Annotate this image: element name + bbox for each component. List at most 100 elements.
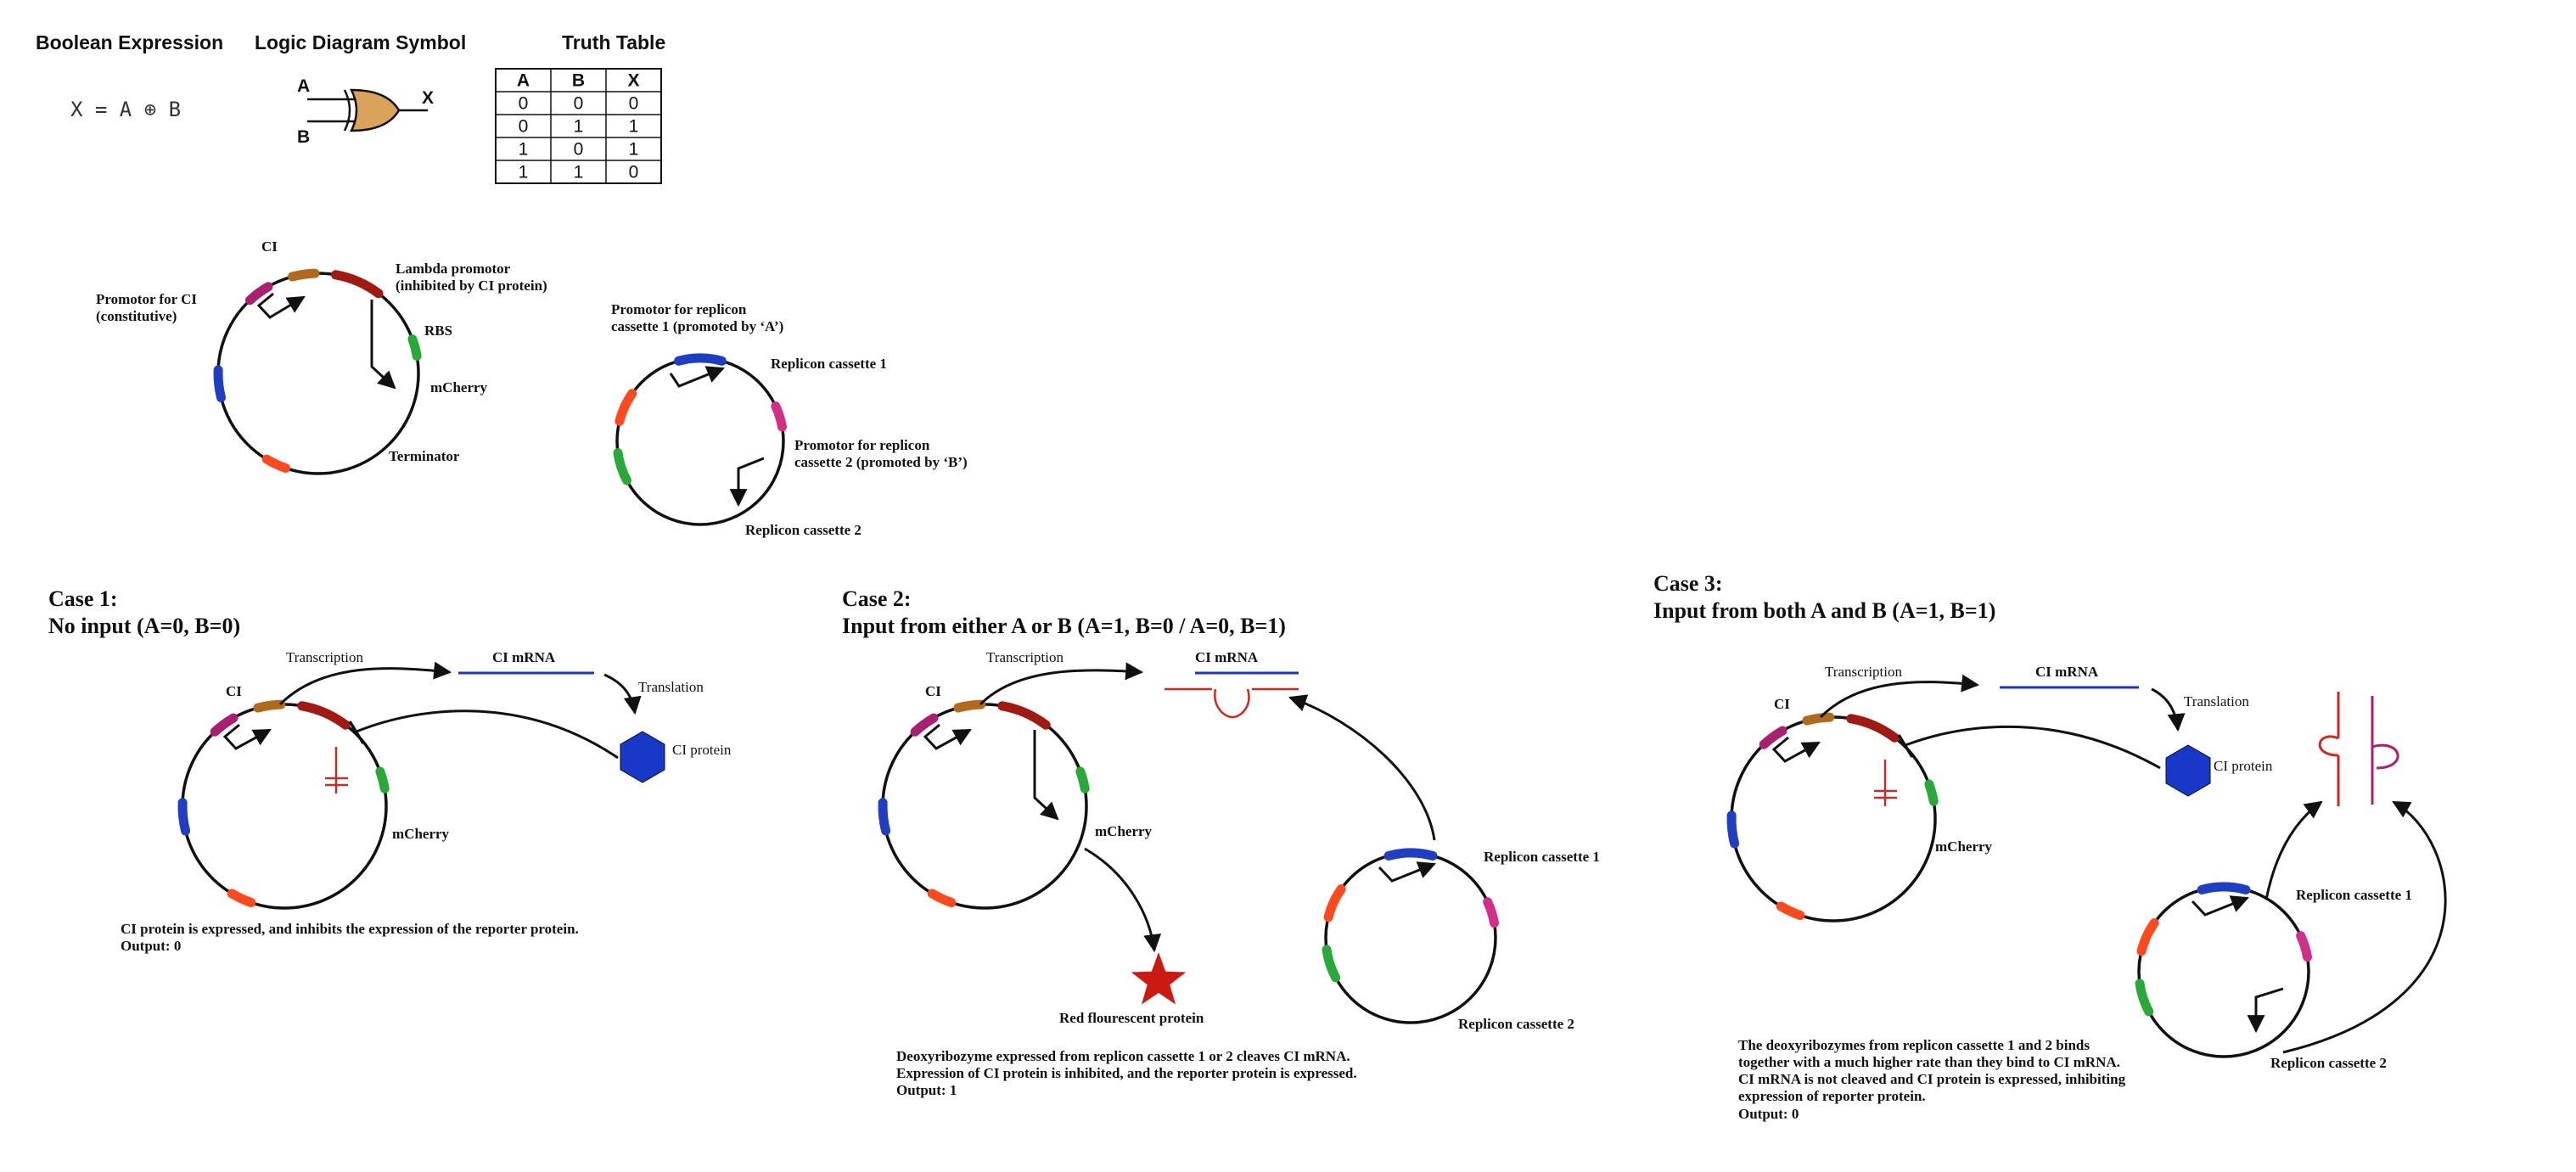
gene-segment-brown — [253, 699, 286, 713]
gene-segment-green — [2135, 979, 2154, 1017]
gene-segment-dark-red — [331, 270, 384, 299]
replicon-cassette2-label: Replicon cassette 2 — [1458, 1016, 1574, 1032]
replicon1-promoter-arrow — [669, 366, 725, 388]
truth-table-cell: 1 — [519, 140, 529, 160]
replicon1-binding-arrow — [2265, 800, 2323, 900]
translation-label: Translation — [638, 679, 704, 695]
deoxyribozyme-cleavage-icon — [1165, 687, 1299, 719]
gene-segment-brown — [1802, 712, 1835, 726]
inhibition-line — [356, 709, 619, 760]
gene-segment-orange-red — [927, 889, 957, 907]
case3-note-2: together with a much higher rate than th… — [1738, 1054, 2120, 1070]
promotor-replicon1-label-1: Promotor for replicon — [611, 301, 747, 317]
plasmid-replicon: Promotor for replicon cassette 1 (promot… — [611, 301, 968, 538]
ci-protein-label: CI protein — [2214, 758, 2273, 774]
rfp-label: Red flourescent protein — [1059, 1010, 1204, 1026]
gate-input-b-label: B — [297, 127, 310, 147]
case3-note-5: Output: 0 — [1738, 1106, 1799, 1122]
gene-segment-green — [613, 448, 631, 485]
transcription-arrow — [979, 662, 1144, 706]
promotor-ci-label-1: Promotor for CI — [96, 291, 197, 307]
gene-segment-green — [375, 766, 390, 793]
ci-mrna-label: CI mRNA — [1195, 649, 1259, 665]
replicon-cassette1-label: Replicon cassette 1 — [2296, 887, 2412, 903]
gene-segment-green — [1322, 945, 1341, 983]
gate-output-label: X — [422, 88, 434, 108]
case3-subtitle: Input from both A and B (A=1, B=1) — [1653, 598, 1995, 623]
case3-title: Case 3: — [1653, 571, 1723, 596]
plasmid-segments — [177, 699, 390, 907]
gene-segment-magenta — [910, 713, 939, 737]
transcription-label: Transcription — [986, 649, 1064, 665]
gene-segment-pink — [771, 401, 787, 432]
case-1: Case 1: No input (A=0, B=0) Transcriptio… — [48, 586, 732, 954]
rbs-label: RBS — [424, 322, 452, 339]
mcherry-label: mCherry — [1935, 838, 1993, 855]
lambda-promotor-label-1: Lambda promotor — [396, 261, 511, 277]
replicon1-promoter-arrow — [2191, 895, 2249, 917]
logic-symbol-title: Logic Diagram Symbol — [255, 31, 466, 53]
plasmid-ring — [615, 356, 785, 526]
ci-mrna-label: CI mRNA — [2035, 664, 2099, 680]
inhibited-promoter-icon — [1874, 760, 1897, 806]
replicon-cassette2-label: Replicon cassette 2 — [2270, 1055, 2387, 1071]
replicon2-promoter-arrow — [2247, 987, 2284, 1034]
ci-mrna-label: CI mRNA — [492, 649, 556, 665]
plasmid-ci-reporter: CI Promotor for CI (constitutive) Lambda… — [96, 238, 547, 475]
truth-table-cell: 0 — [574, 94, 584, 114]
ci-protein-label: CI protein — [672, 742, 732, 758]
boolean-expression: X = A ⊕ B — [70, 98, 181, 121]
plasmid-segments — [1726, 712, 1939, 920]
translation-label: Translation — [2184, 693, 2249, 709]
case2-note-3: Output: 1 — [896, 1082, 957, 1098]
gene-segment-blue — [674, 353, 727, 366]
gene-segment-dark-red — [1846, 714, 1900, 743]
case1-note-2: Output: 0 — [121, 938, 181, 954]
gene-segment-pink — [1483, 897, 1499, 928]
gene-segment-orange-red — [615, 389, 637, 426]
truth-table-cell: 1 — [629, 140, 639, 160]
truth-table-cell: 0 — [629, 163, 639, 182]
gene-segment-orange-red — [261, 454, 291, 474]
replicon2-binding-arrow — [2282, 800, 2447, 1054]
truth-table-cell: 0 — [519, 94, 529, 114]
deoxyribozyme-binding-icon — [2318, 692, 2399, 806]
case3-note-1: The deoxyribozymes from replicon cassett… — [1738, 1037, 2090, 1053]
gene-segment-green — [407, 334, 422, 361]
transcription-label: Transcription — [286, 649, 363, 665]
ci-gene-label: CI — [226, 683, 242, 699]
truth-table-header: X — [627, 71, 639, 91]
plasmid-ring — [2137, 885, 2310, 1058]
inhibition-line — [1905, 725, 2161, 770]
deoxyribozyme-arrow — [1288, 694, 1436, 841]
mcherry-label: mCherry — [392, 826, 450, 842]
ci-gene-label: CI — [261, 238, 278, 255]
replicon1-promoter-arrow — [1378, 861, 1436, 883]
replicon-cassette2-label: Replicon cassette 2 — [745, 522, 861, 538]
transcription-label: Transcription — [1825, 664, 1902, 680]
truth-table-title: Truth Table — [562, 31, 665, 53]
translation-arrow — [603, 673, 642, 715]
case2-subtitle: Input from either A or B (A=1, B=0 / A=0… — [842, 614, 1286, 638]
ci-protein-hexagon — [620, 731, 665, 783]
case2-note-2: Expression of CI protein is inhibited, a… — [896, 1065, 1357, 1081]
case3-note-4: expression of reporter protein. — [1738, 1088, 1926, 1104]
case2-title: Case 2: — [842, 586, 912, 611]
gene-segment-blue — [1383, 848, 1438, 861]
truth-table-cell: 1 — [574, 163, 584, 182]
case1-title: Case 1: — [48, 586, 118, 611]
gene-segment-blue — [2197, 882, 2251, 894]
boolean-expression-title: Boolean Expression — [36, 31, 223, 53]
mcherry-label: mCherry — [430, 379, 488, 395]
lambda-promoter-arrow — [1033, 730, 1059, 821]
truth-table-frame — [495, 68, 662, 184]
gene-segment-orange-red — [1323, 884, 1346, 922]
truth-table-cell: 0 — [574, 140, 584, 160]
promotor-ci-label-2: (constitutive) — [96, 308, 177, 324]
gene-segment-magenta — [210, 713, 239, 737]
gene-segment-blue — [213, 365, 226, 402]
xor-gate-body — [349, 88, 401, 132]
red-fluorescent-protein-star-icon — [1131, 952, 1187, 1005]
xor-gate-icon — [307, 88, 428, 132]
case1-subtitle: No input (A=0, B=0) — [48, 614, 240, 638]
